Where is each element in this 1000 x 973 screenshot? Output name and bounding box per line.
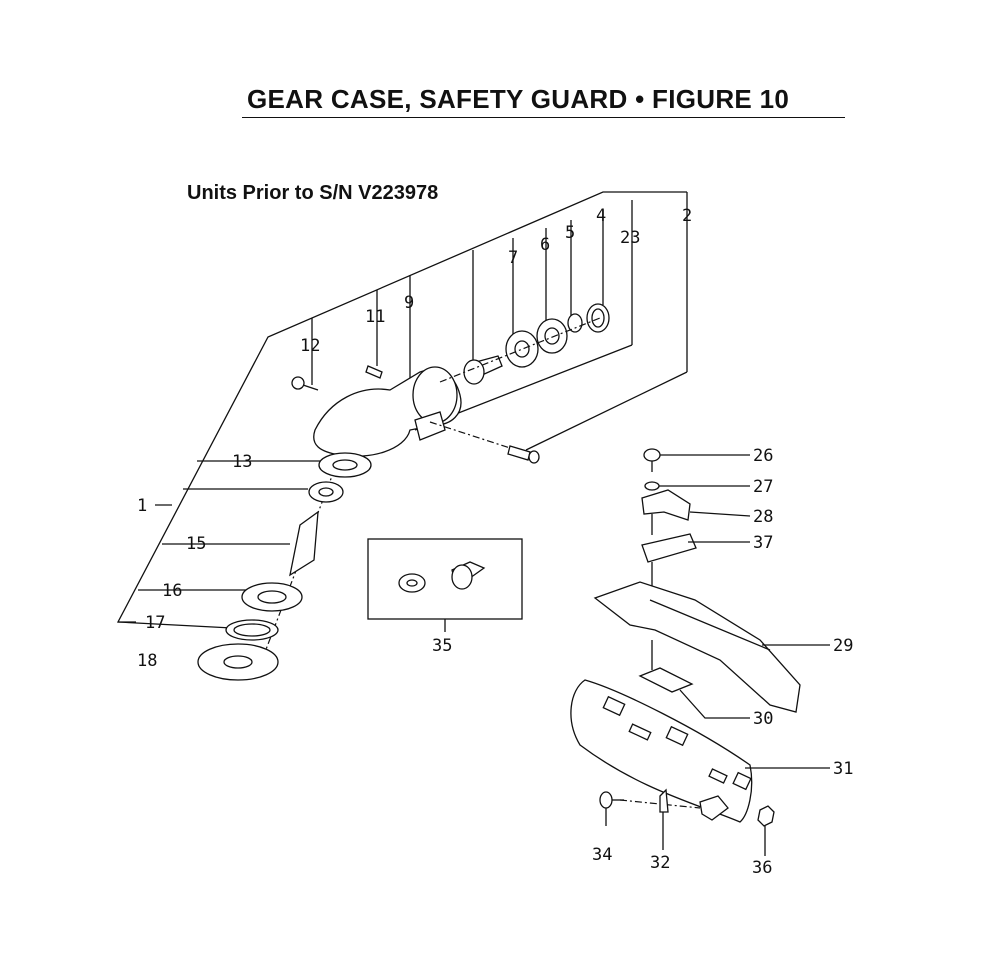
- screw-part-11: [365, 365, 383, 379]
- gear-part-1: [308, 481, 344, 503]
- callout-37: 37: [753, 533, 773, 553]
- bearing-part-7: [505, 330, 539, 368]
- callout-15: 15: [186, 534, 206, 554]
- callout-5: 5: [565, 223, 575, 243]
- plate-part-30: [638, 667, 694, 693]
- screw-part-26: [643, 448, 661, 462]
- ring-part-5: [567, 313, 583, 333]
- bolt-part-2: [507, 445, 531, 461]
- callout-23: 23: [620, 228, 640, 248]
- screw-part-12: [291, 376, 305, 390]
- callout-1: 1: [137, 496, 147, 516]
- screw-part-34: [599, 791, 613, 809]
- kit-box-35: [367, 538, 523, 632]
- washer-part-27: [644, 481, 660, 491]
- callout-4: 4: [596, 206, 606, 226]
- callout-6: 6: [540, 235, 550, 255]
- bearing-part-16: [241, 582, 303, 612]
- callout-9: 9: [404, 293, 414, 313]
- callout-numbers: 2 4 5 6 7 9 11 12 23 13 1 15 16 17 18 35…: [137, 206, 853, 878]
- callout-31: 31: [833, 759, 853, 779]
- callout-26: 26: [753, 446, 773, 466]
- retaining-ring-part-4: [586, 303, 610, 333]
- callout-35: 35: [432, 636, 452, 656]
- nut-part-36: [757, 805, 775, 827]
- callout-13: 13: [232, 452, 252, 472]
- callout-16: 16: [162, 581, 182, 601]
- callout-27: 27: [753, 477, 773, 497]
- callout-17: 17: [145, 613, 165, 633]
- figure-title: GEAR CASE, SAFETY GUARD • FIGURE 10: [247, 84, 790, 114]
- callout-2: 2: [682, 206, 692, 226]
- flange-part-18: [197, 643, 279, 681]
- callout-7: 7: [508, 248, 518, 268]
- clip-part-32: [659, 788, 669, 813]
- callout-36: 36: [752, 858, 772, 878]
- bearing-part-13: [318, 452, 372, 478]
- spindle-part-15: [289, 510, 319, 577]
- callout-18: 18: [137, 651, 157, 671]
- callout-32: 32: [650, 853, 670, 873]
- pad-part-37: [641, 533, 697, 563]
- clamp-part-28: [641, 489, 691, 521]
- gear-case-assembly: [197, 303, 610, 681]
- callout-28: 28: [753, 507, 773, 527]
- leader-lines-upper: [116, 191, 688, 629]
- callout-11: 11: [365, 307, 385, 327]
- callout-30: 30: [753, 709, 773, 729]
- callout-12: 12: [300, 336, 320, 356]
- title-underline: [242, 117, 845, 118]
- safety-guard-assembly: [570, 448, 830, 856]
- ring-part-17: [225, 619, 279, 641]
- callout-29: 29: [833, 636, 853, 656]
- callout-34: 34: [592, 845, 612, 865]
- guard-cover-part-31: [570, 679, 753, 823]
- figure-subtitle: Units Prior to S/N V223978: [187, 182, 439, 204]
- bearing-part-6: [536, 318, 568, 354]
- guard-bracket-part-29: [593, 581, 801, 713]
